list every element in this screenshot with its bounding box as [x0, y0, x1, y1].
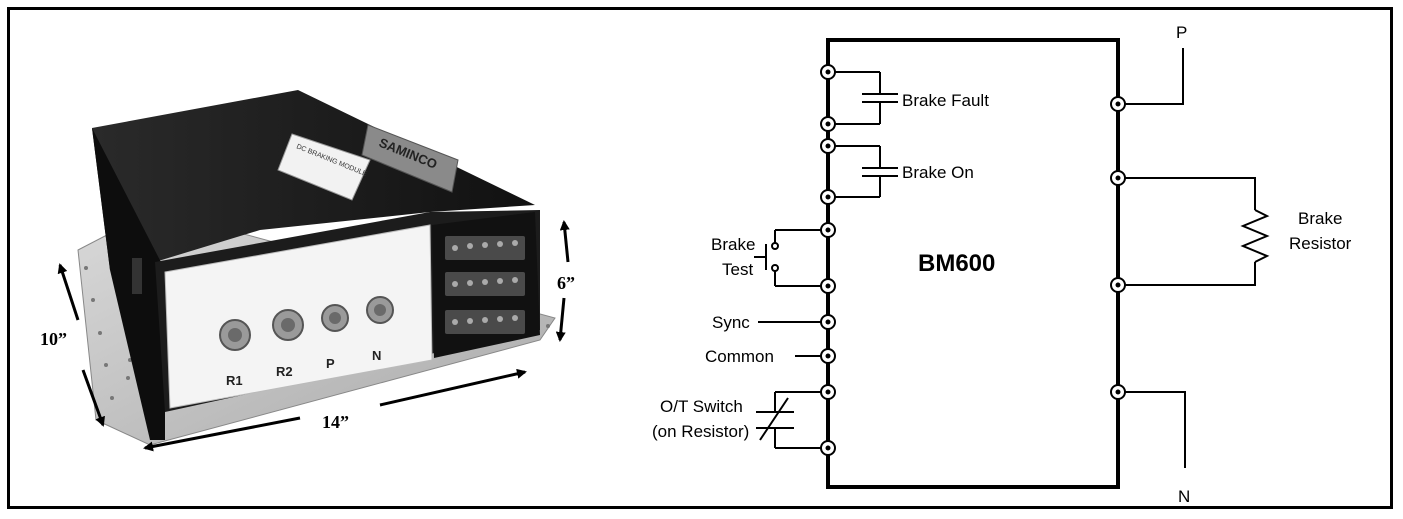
housing-left-side [92, 128, 165, 440]
bm600-module-box [826, 38, 1120, 489]
n-lead [1118, 391, 1186, 468]
width-arrow-left [143, 416, 301, 452]
label-terminal-p: P [1176, 23, 1187, 42]
label-ot-switch-line2: (on Resistor) [652, 422, 749, 441]
figure-frame [7, 7, 1393, 509]
height-arrow-down [555, 297, 566, 342]
width-arrow-right [379, 368, 527, 407]
label-brake-resistor-line1: Brake [1298, 209, 1342, 228]
module-label [277, 133, 371, 201]
dimension-height: 6” [557, 273, 575, 293]
brand-plate [361, 124, 459, 193]
depth-arrow-down [81, 369, 105, 427]
connector-studs [219, 296, 394, 351]
label-brake-resistor-line2: Resistor [1289, 234, 1352, 253]
label-brake-test-line2: Test [722, 260, 753, 279]
label-brake-on: Brake On [902, 163, 974, 182]
panel-label-r1: R1 [226, 373, 243, 388]
brake-test-pushbutton [754, 229, 828, 287]
p-lead [1118, 48, 1184, 105]
label-terminal-n: N [1178, 487, 1190, 506]
ot-switch [756, 391, 828, 449]
brake-resistor-symbol [1240, 209, 1270, 263]
label-sync: Sync [712, 313, 750, 332]
dimension-arrows [57, 220, 570, 452]
label-brake-fault: Brake Fault [902, 91, 989, 110]
terminal-dots [825, 69, 1121, 451]
panel-label-r2: R2 [276, 364, 293, 379]
label-ot-switch-line1: O/T Switch [660, 397, 743, 416]
dimension-depth: 10” [40, 329, 67, 349]
label-brake-test-line1: Brake [711, 235, 755, 254]
height-arrow-up [559, 220, 570, 263]
depth-arrow-up [57, 263, 80, 321]
resistor-top-lead [1118, 177, 1256, 210]
product-photo: SAMINCO DC BRAKING MODULE R1 R2 P N [77, 90, 556, 446]
resistor-bottom-lead [1118, 262, 1256, 286]
dimension-width: 14” [322, 412, 349, 432]
schematic [754, 38, 1270, 489]
terminal-screws [452, 240, 518, 325]
panel-label-p: P [326, 356, 335, 371]
label-common: Common [705, 347, 774, 366]
schematic-title: BM600 [918, 250, 995, 277]
housing-side-latch [132, 258, 142, 294]
panel-label-n: N [372, 348, 381, 363]
brake-on-contact [828, 145, 898, 198]
brake-fault-contact [828, 71, 898, 125]
